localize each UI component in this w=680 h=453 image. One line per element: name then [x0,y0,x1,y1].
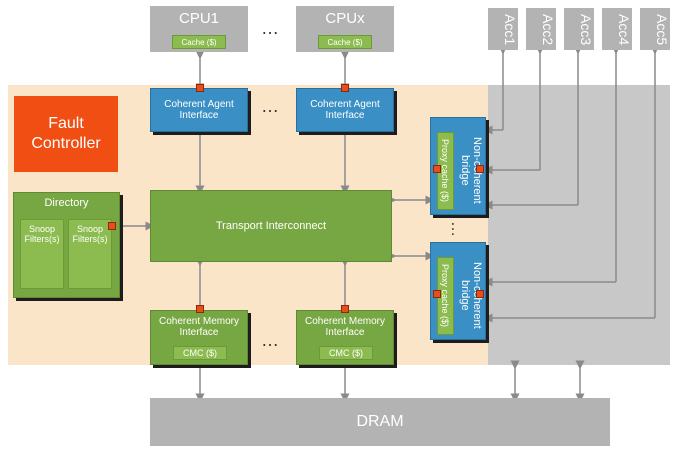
cmi-2-label: Coherent Memory Interface [304,316,386,338]
snoop-filter-2: Snoop Filters(s) [68,219,112,289]
acc3-block: Acc3 [564,8,594,50]
bridge-1-port-left [433,165,441,173]
acc2-block: Acc2 [526,8,556,50]
bridge-1-port-right [476,165,484,173]
directory-port [108,222,116,230]
acc1-block: Acc1 [488,8,518,50]
cpu1-block: CPU1 Cache ($) [150,6,248,52]
cpux-label: CPUx [325,9,365,27]
coherent-memory-interface-1: Coherent Memory Interface CMC ($) [150,310,248,365]
bridge-ellipsis: … [448,221,465,237]
cmc-2: CMC ($) [319,346,373,360]
agent-port-1 [196,84,204,92]
coherent-agent-interface-1: Coherent Agent Interface [150,88,248,132]
acc5-block: Acc5 [640,8,670,50]
cmi-1-label: Coherent Memory Interface [158,316,240,338]
cmc-1: CMC ($) [173,346,227,360]
directory-block: Directory Snoop Filters(s) Snoop Filters… [13,192,120,298]
snoop-filter-1: Snoop Filters(s) [20,219,64,289]
fault-controller: Fault Controller [14,96,118,172]
coherent-agent-interface-2: Coherent Agent Interface [296,88,394,132]
directory-title: Directory [44,197,89,209]
agent-port-2 [341,84,349,92]
memory-port-1 [196,305,204,313]
agent-ellipsis: … [261,95,279,116]
bridge-2-port-right [476,290,484,298]
non-coherent-bridge-2: Proxy cache ($) Non-coherent bridge [430,242,486,340]
memory-ellipsis: … [261,329,279,350]
bridge-2-port-left [433,290,441,298]
dram-block: DRAM [150,398,610,446]
cpux-block: CPUx Cache ($) [296,6,394,52]
cpu-ellipsis: … [261,17,279,38]
cpu1-cache: Cache ($) [172,35,226,49]
memory-port-2 [341,305,349,313]
acc4-block: Acc4 [602,8,632,50]
cpux-cache: Cache ($) [318,35,372,49]
coherent-memory-interface-2: Coherent Memory Interface CMC ($) [296,310,394,365]
cpu1-label: CPU1 [178,9,219,27]
transport-interconnect: Transport Interconnect [150,190,392,262]
